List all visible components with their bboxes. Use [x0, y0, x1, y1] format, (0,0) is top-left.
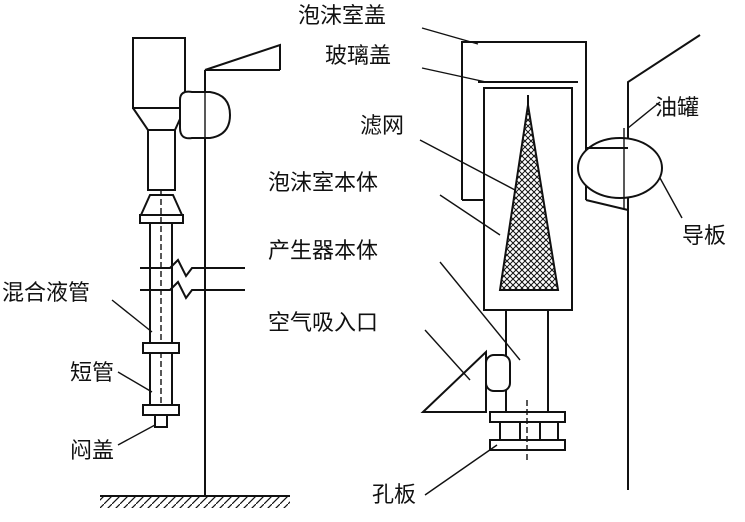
- leader-blind-cover: [117, 424, 156, 446]
- break-line-top: [140, 258, 245, 278]
- generator-head: [132, 37, 186, 109]
- leader-mixed-pipe: [111, 299, 153, 333]
- label-guide-plate: 导板: [682, 224, 726, 249]
- pipe-flange: [142, 342, 180, 354]
- foam-chamber-bottom-right: [585, 199, 629, 211]
- label-glass-cover: 玻璃盖: [325, 44, 391, 69]
- leader-generator-body: [439, 261, 521, 361]
- right-assembly: [420, 34, 701, 490]
- ground-hatch: [100, 496, 290, 508]
- label-mixed-liquid-pipe: 混合液管: [2, 281, 90, 306]
- tank-edge-left: [204, 43, 281, 71]
- label-short-pipe: 短管: [70, 361, 114, 386]
- leader-foam-cover: [421, 27, 479, 45]
- label-orifice-plate: 孔板: [372, 483, 416, 508]
- guide-plate-ellipse: [577, 137, 663, 199]
- label-generator-body: 产生器本体: [268, 239, 378, 264]
- label-filter-screen: 滤网: [360, 114, 404, 139]
- generator-neck: [147, 129, 176, 191]
- left-assembly: [100, 37, 290, 508]
- short-pipe-flange: [142, 404, 180, 416]
- leader-oil-tank: [627, 101, 661, 129]
- label-foam-chamber-body: 泡沫室本体: [268, 171, 378, 196]
- air-inlet-triangle: [420, 349, 487, 413]
- leader-glass-cover: [421, 67, 487, 83]
- tank-wall: [627, 34, 701, 490]
- leader-orifice: [424, 444, 498, 496]
- label-foam-chamber-cover: 泡沫室盖: [298, 4, 386, 29]
- foam-chamber-outer: [461, 41, 587, 200]
- label-blind-cover: 闷盖: [70, 439, 114, 464]
- leader-guide-plate: [659, 177, 683, 219]
- leader-foam-body: [439, 194, 501, 236]
- leader-short-pipe: [117, 371, 153, 393]
- break-line-bottom: [140, 280, 245, 300]
- blind-cover-plug: [154, 414, 168, 428]
- leader-filter: [419, 139, 516, 191]
- leader-air-inlet: [424, 329, 471, 381]
- air-inlet-box: [485, 354, 511, 392]
- filter-screen-cone: [498, 104, 560, 291]
- head-taper-left: [132, 107, 149, 180]
- foam-chamber-inner: [483, 87, 573, 311]
- label-air-inlet: 空气吸入口: [268, 311, 378, 336]
- label-oil-tank: 油罐: [655, 96, 699, 121]
